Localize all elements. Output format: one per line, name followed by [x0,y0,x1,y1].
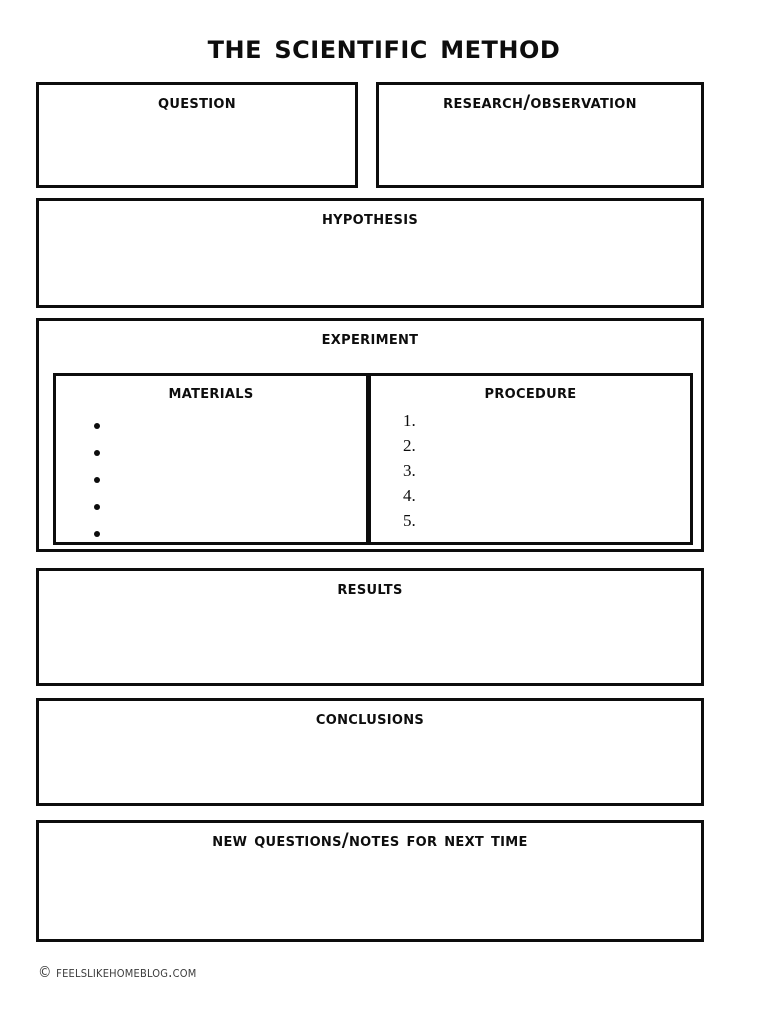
results-write-area[interactable] [39,603,701,683]
conclusions-label: Conclusions [315,707,425,729]
procedure-step-item[interactable]: 5. [403,511,416,530]
new-questions-notes-label: New Questions/Notes For Next Time [212,829,528,851]
procedure-step-item[interactable]: 3. [403,461,416,480]
footer-credit: © FeelsLikeHomeBlog.com [38,963,197,981]
research-observation-write-area[interactable] [379,117,701,185]
new-questions-notes-box[interactable]: New Questions/Notes For Next Time [36,820,704,942]
experiment-box[interactable]: Experiment Materials Procedure 1. 2. 3. … [36,318,704,552]
materials-box[interactable]: Materials [53,373,369,545]
procedure-numbered-list[interactable]: 1. 2. 3. 4. 5. [403,408,416,533]
procedure-step-item[interactable]: 1. [403,411,416,430]
hypothesis-label: Hypothesis [321,207,419,229]
experiment-label: Experiment [321,327,419,349]
research-observation-box[interactable]: Research/Observation [376,82,704,188]
procedure-box[interactable]: Procedure 1. 2. 3. 4. 5. [368,373,693,545]
procedure-label: Procedure [484,382,577,403]
conclusions-write-area[interactable] [39,733,701,803]
conclusions-box[interactable]: Conclusions [36,698,704,806]
procedure-step-item[interactable]: 2. [403,436,416,455]
results-label: Results [337,577,403,599]
new-questions-notes-write-area[interactable] [39,855,701,939]
results-box[interactable]: Results [36,568,704,686]
question-box[interactable]: Question [36,82,358,188]
page-title: The Scientific Method [207,27,561,67]
hypothesis-write-area[interactable] [39,233,701,305]
procedure-step-item[interactable]: 4. [403,486,416,505]
question-label: Question [158,91,236,113]
hypothesis-box[interactable]: Hypothesis [36,198,704,308]
question-write-area[interactable] [39,117,355,185]
materials-label: Materials [168,382,254,403]
research-observation-label: Research/Observation [443,91,637,113]
